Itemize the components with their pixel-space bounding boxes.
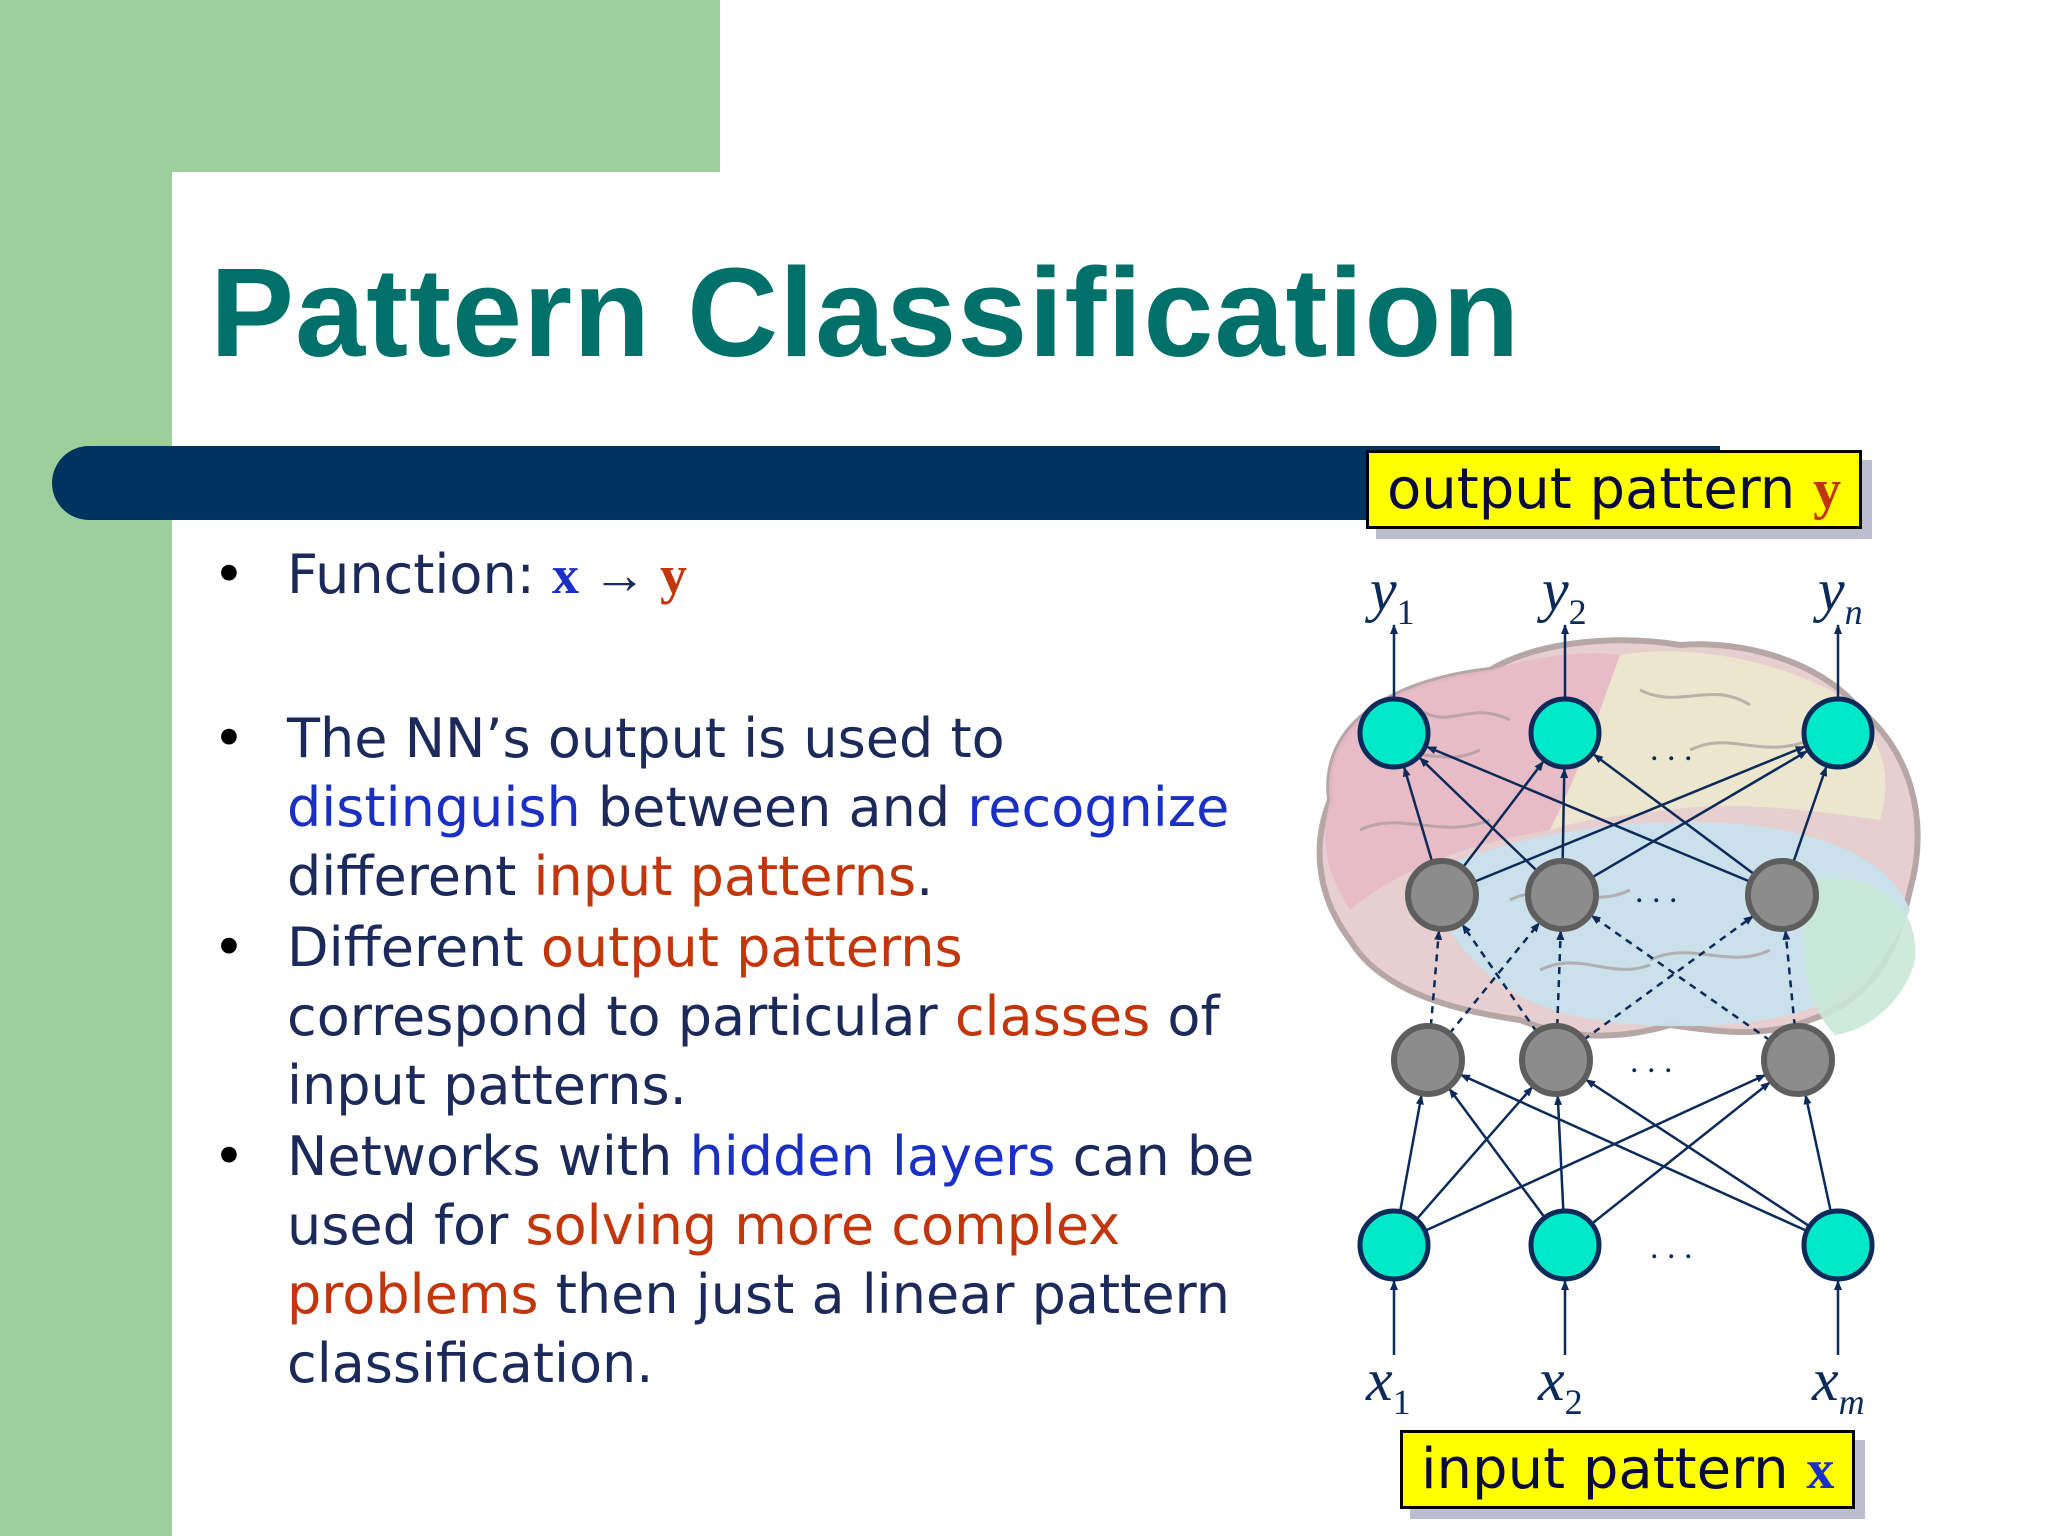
output-node: [1801, 696, 1875, 770]
connection-arrow: [1560, 767, 1569, 862]
output-pattern-label: output pattern y: [1366, 450, 1863, 529]
bullet-dot: •: [213, 916, 245, 979]
connection-arrow: [1424, 1073, 1767, 1232]
connection-arrow: [1593, 753, 1756, 876]
input-node: [1801, 1208, 1875, 1282]
connection-arrow: [1585, 1078, 1811, 1228]
connection-arrow: [1448, 1088, 1546, 1219]
connection-arrow: [1590, 750, 1808, 879]
bullet-text: Function:: [287, 543, 553, 606]
slide-title: Pattern Classification: [210, 242, 1521, 383]
arrow-symbol: →: [592, 545, 647, 605]
connection-arrow: [1582, 915, 1754, 1041]
hidden-node: [1525, 858, 1599, 932]
output-var-yn: yn: [1812, 557, 1863, 632]
connection-arrow: [1554, 1094, 1565, 1212]
output-variable-labels: y1 y2 yn: [1364, 557, 1863, 632]
input-ellipsis: . . .: [1650, 1229, 1693, 1266]
output-node: [1528, 696, 1602, 770]
var-x: x: [552, 545, 580, 605]
connection-arrow: [1590, 914, 1771, 1042]
bullet-line: problems then just a linear pattern: [287, 1263, 1231, 1326]
connection-arrow: [1419, 757, 1539, 873]
svg-text:. . .: . . .: [1650, 1229, 1693, 1266]
input-variable-labels: x1 x2 xm: [1365, 1347, 1865, 1422]
hidden-node: [1745, 858, 1819, 932]
input-var-xm: xm: [1811, 1347, 1865, 1422]
svg-text:. . .: . . .: [1630, 1043, 1673, 1080]
bullet-dot: •: [213, 543, 245, 606]
bullet-dot: •: [213, 707, 245, 770]
bullet-line: The NN’s output is used to: [287, 707, 1005, 770]
bullet-line: used for solving more complex: [287, 1194, 1121, 1257]
hidden1-ellipsis: . . .: [1635, 873, 1678, 910]
hidden-node: [1761, 1023, 1835, 1097]
green-side-bar: [0, 0, 172, 1536]
connection-arrow: [1803, 1094, 1833, 1213]
input-var-x2: x2: [1537, 1347, 1583, 1422]
bullet-line: Different output patterns: [287, 916, 963, 979]
connection-arrow: [1415, 1086, 1534, 1221]
hidden-node: [1391, 1023, 1465, 1097]
bullet-line: input patterns.: [287, 1054, 687, 1117]
connection-arrow: [1402, 766, 1434, 863]
connection-arrow: [1782, 929, 1796, 1027]
bullet-line: different input patterns.: [287, 845, 934, 908]
hidden-node: [1519, 1023, 1593, 1097]
connection-arrow: [1590, 1081, 1771, 1225]
connection-arrow: [1791, 766, 1828, 864]
hidden-node: [1405, 858, 1479, 932]
svg-text:. . .: . . .: [1635, 873, 1678, 910]
connection-arrow: [1461, 923, 1538, 1033]
connection-arrow: [1461, 760, 1545, 869]
output-var-y2: y2: [1536, 557, 1587, 632]
bullet-line: classification.: [287, 1332, 654, 1395]
neural-network-diagram: . . . . . . . . . . . . y1 y2 yn x1 x2 x…: [1316, 557, 1921, 1422]
bullet-line: distinguish between and recognize: [287, 776, 1230, 839]
var-y: y: [660, 545, 688, 605]
input-node: [1357, 1208, 1431, 1282]
bullet-dot: •: [213, 1125, 245, 1188]
connection-arrow: [1459, 1073, 1808, 1233]
svg-text:. . .: . . .: [1650, 731, 1693, 768]
bullet-line: Networks with hidden layers can be: [287, 1125, 1255, 1188]
connection-arrow: [1426, 745, 1752, 884]
network-nodes: [1357, 696, 1875, 1282]
input-node: [1528, 1208, 1602, 1282]
input-var-x1: x1: [1365, 1347, 1411, 1422]
bullet-line: correspond to particular classes of: [287, 985, 1220, 1048]
output-ellipsis: . . .: [1650, 731, 1693, 768]
network-edges: [1390, 624, 1842, 1355]
connection-arrow: [1555, 929, 1565, 1027]
hidden2-ellipsis: . . .: [1630, 1043, 1673, 1080]
connection-arrow: [1448, 922, 1541, 1035]
output-node: [1357, 696, 1431, 770]
connection-arrow: [1429, 929, 1443, 1027]
connection-arrow: [1472, 745, 1806, 884]
input-pattern-label: input pattern x: [1400, 1430, 1856, 1509]
output-var-y1: y1: [1364, 557, 1415, 632]
connection-arrow: [1398, 1094, 1424, 1212]
